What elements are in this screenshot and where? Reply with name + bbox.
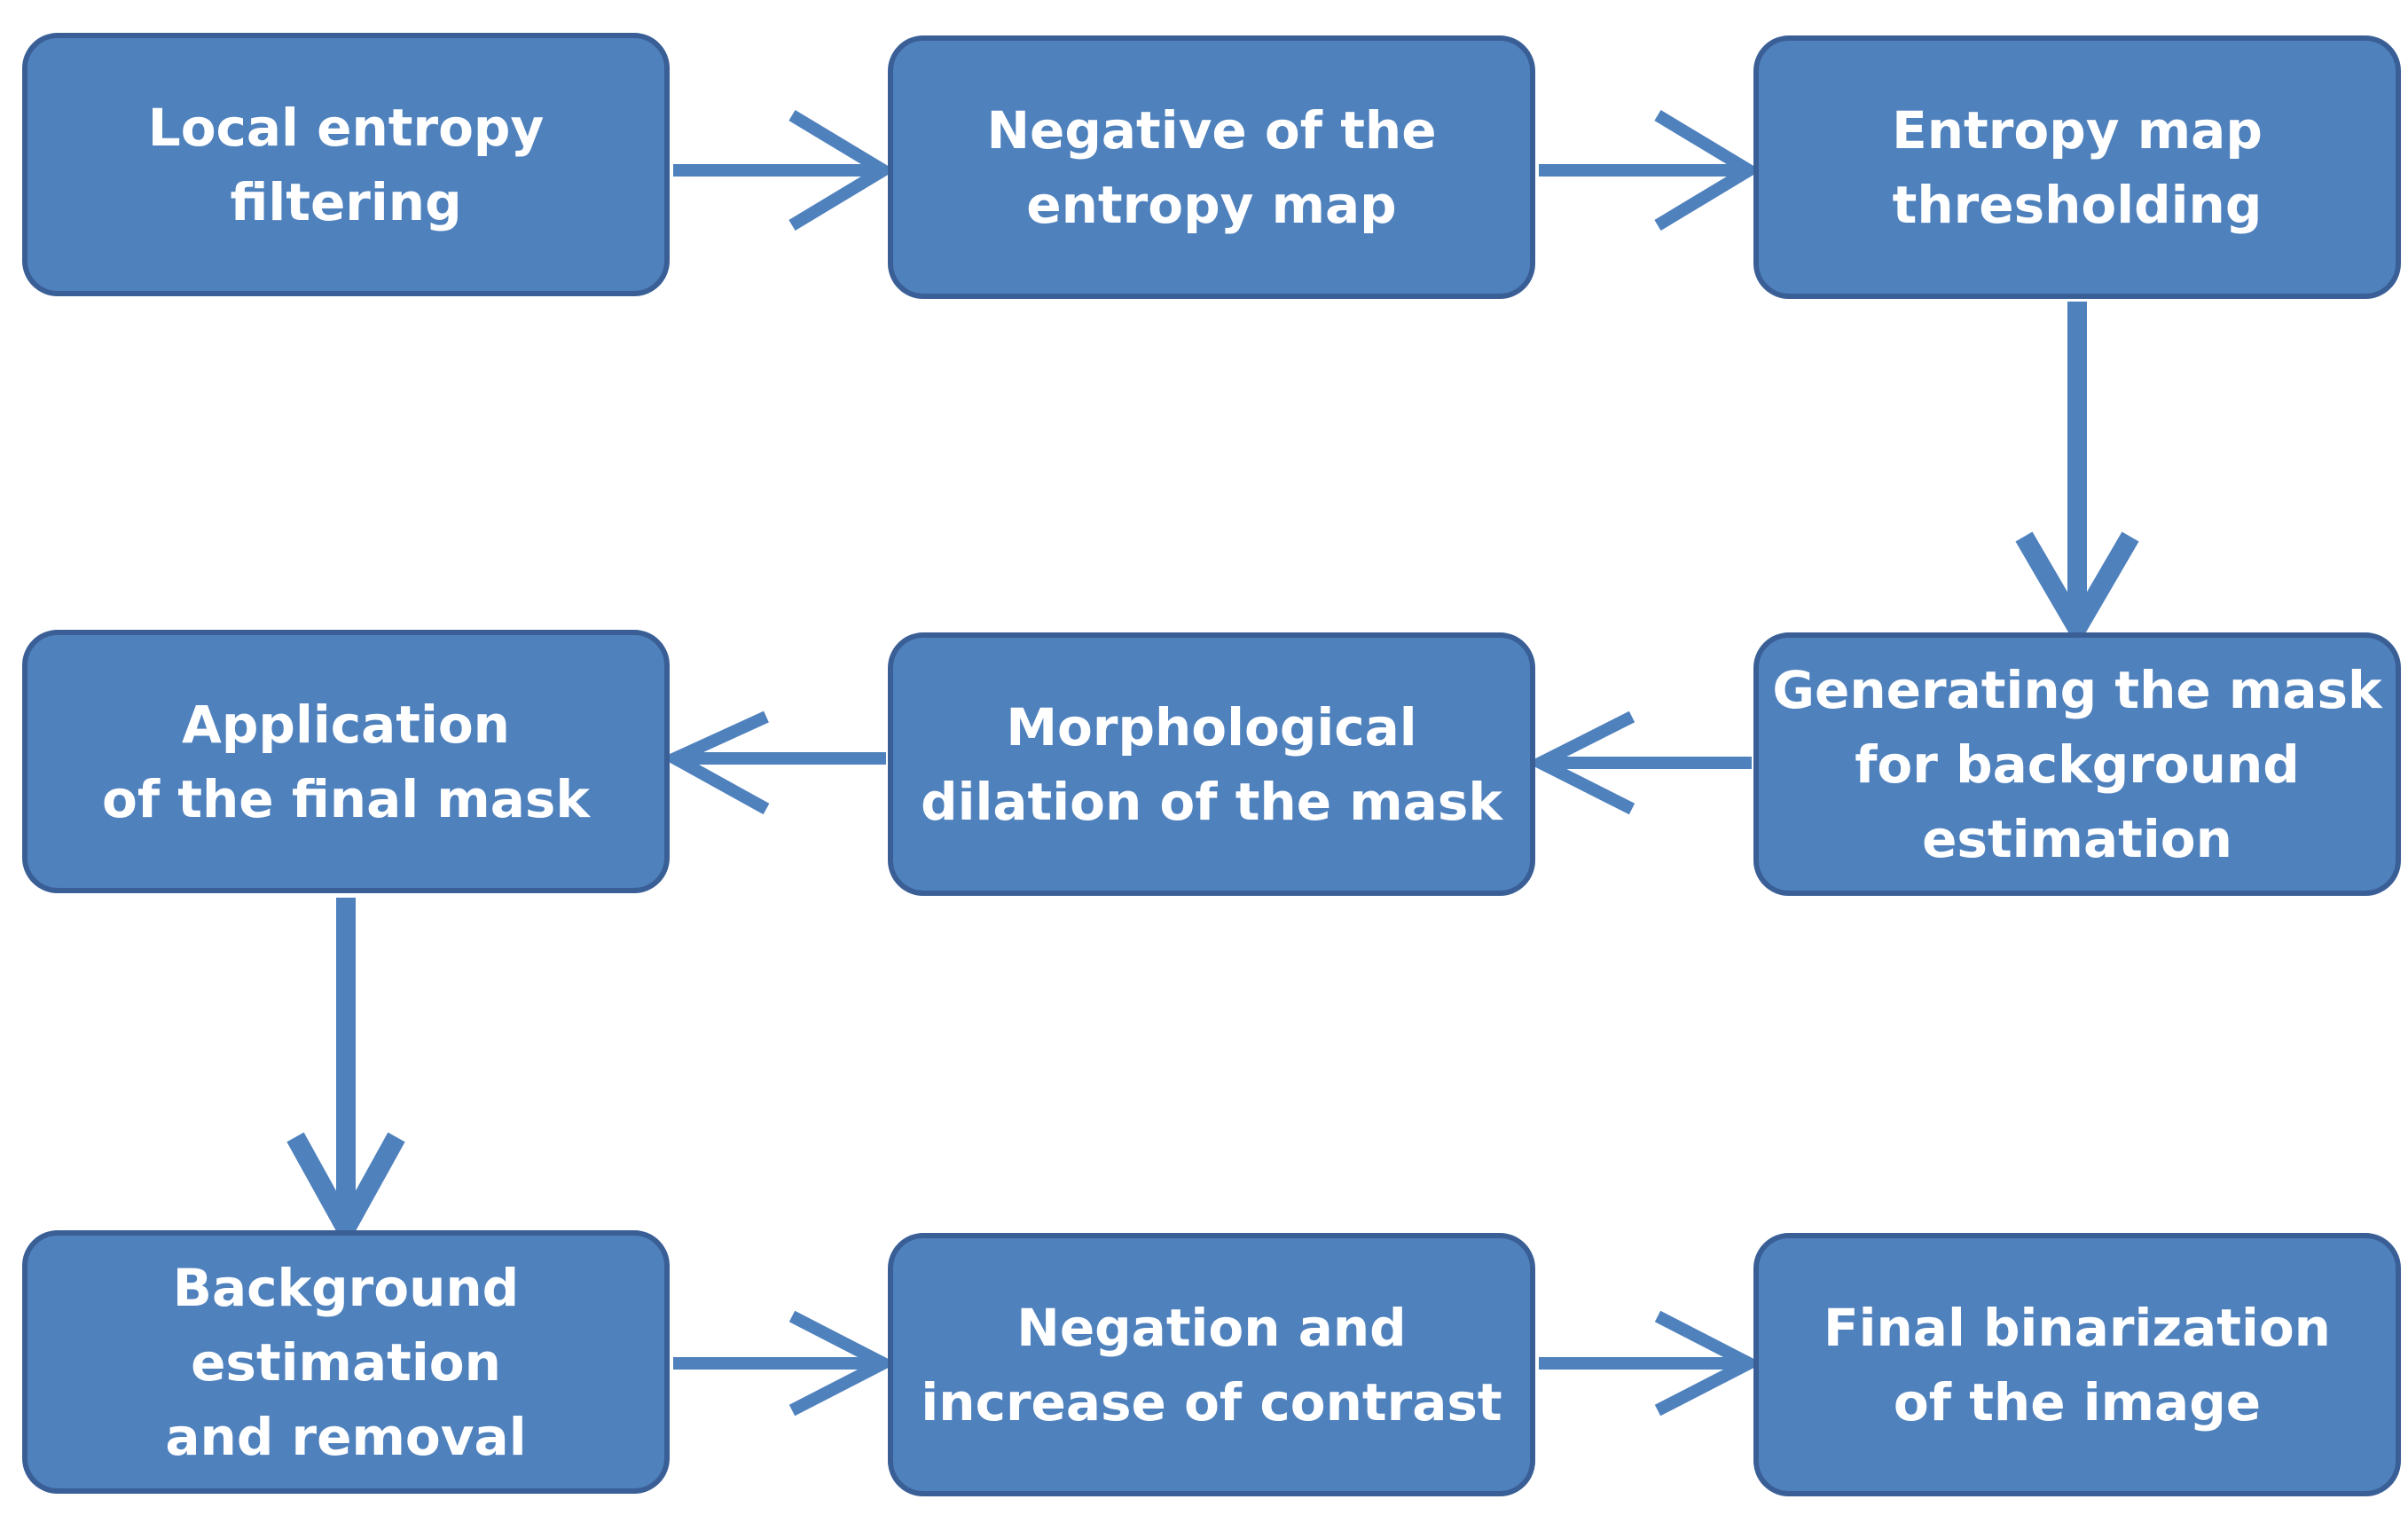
node-label: Background estimation and removal xyxy=(165,1257,527,1467)
arrowhead-mask-generation-to-dilation xyxy=(1526,710,1635,815)
node-label: Local entropy filtering xyxy=(147,97,545,232)
arrowhead-application-to-background-removal xyxy=(286,1132,405,1249)
node-label: Entropy map thresholding xyxy=(1892,99,2263,235)
node-label: Morphological dilation of the mask xyxy=(921,696,1502,832)
arrowhead-negative-to-thresholding xyxy=(1654,110,1761,231)
arrowhead-thresholding-to-mask-generation xyxy=(2015,531,2139,648)
node-morphological-dilation: Morphological dilation of the mask xyxy=(888,632,1535,896)
node-label: Application of the final mask xyxy=(102,694,590,829)
node-application-of-final-mask: Application of the final mask xyxy=(22,630,670,893)
arrowhead-background-removal-to-negation xyxy=(788,1310,898,1417)
node-final-binarization: Final binarization of the image xyxy=(1753,1233,2401,1496)
arrowhead-negation-to-final-binarization xyxy=(1654,1310,1763,1417)
node-negation-increase-contrast: Negation and increase of contrast xyxy=(888,1233,1535,1496)
arrowhead-local-entropy-to-negative xyxy=(788,110,896,231)
node-label: Final binarization of the image xyxy=(1824,1297,2331,1433)
node-label: Negation and increase of contrast xyxy=(921,1297,1502,1433)
node-negative-of-entropy-map: Negative of the entropy map xyxy=(888,35,1535,299)
node-generating-mask: Generating the mask for background estim… xyxy=(1753,632,2401,896)
arrowhead-dilation-to-application xyxy=(661,710,770,815)
node-local-entropy-filtering: Local entropy filtering xyxy=(22,33,670,296)
node-label: Negative of the entropy map xyxy=(986,99,1437,235)
node-label: Generating the mask for background estim… xyxy=(1772,659,2382,869)
node-entropy-map-thresholding: Entropy map thresholding xyxy=(1753,35,2401,299)
node-background-estimation-removal: Background estimation and removal xyxy=(22,1230,670,1494)
